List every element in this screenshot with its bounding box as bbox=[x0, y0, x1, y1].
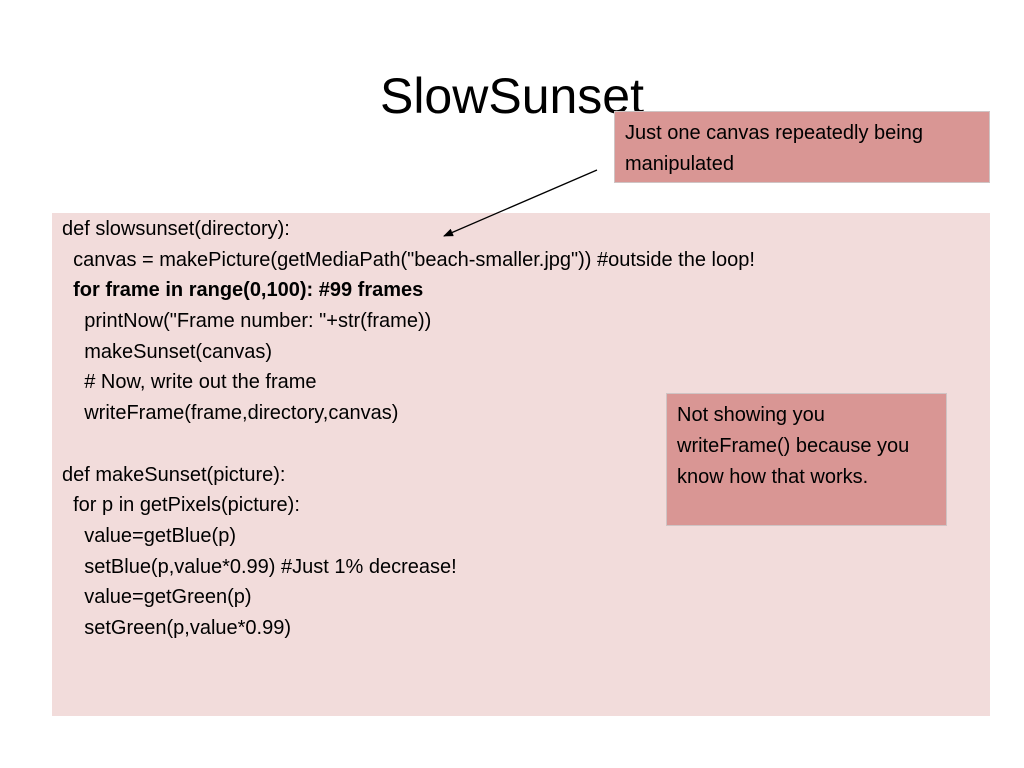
code-line: setGreen(p,value*0.99) bbox=[62, 616, 292, 639]
code-line: setBlue(p,value*0.99) #Just 1% decrease! bbox=[62, 555, 457, 578]
code-line bbox=[62, 429, 755, 460]
code-line: def slowsunset(directory): bbox=[62, 218, 290, 240]
code-line: printNow("Frame number: "+str(frame)) bbox=[62, 310, 432, 333]
code-line: canvas = makePicture(getMediaPath("beach… bbox=[62, 248, 755, 271]
code-line: value=getBlue(p) bbox=[62, 524, 236, 547]
code-line: makeSunset(canvas) bbox=[62, 340, 273, 363]
code-line: value=getGreen(p) bbox=[62, 586, 252, 609]
code-listing: def slowsunset(directory): canvas = make… bbox=[62, 214, 755, 644]
code-line: writeFrame(frame,directory,canvas) bbox=[62, 402, 399, 425]
code-line: for p in getPixels(picture): bbox=[62, 494, 300, 517]
slide-title: SlowSunset bbox=[379, 68, 645, 124]
code-line: # Now, write out the frame bbox=[62, 371, 317, 394]
code-line: for frame in range(0,100): #99 frames bbox=[62, 279, 424, 302]
callout-canvas-note: Just one canvas repeatedly being manipul… bbox=[614, 111, 990, 183]
callout-writeframe-note: Not showing you writeFrame() because you… bbox=[666, 393, 947, 526]
code-line: def makeSunset(picture): bbox=[62, 463, 286, 486]
